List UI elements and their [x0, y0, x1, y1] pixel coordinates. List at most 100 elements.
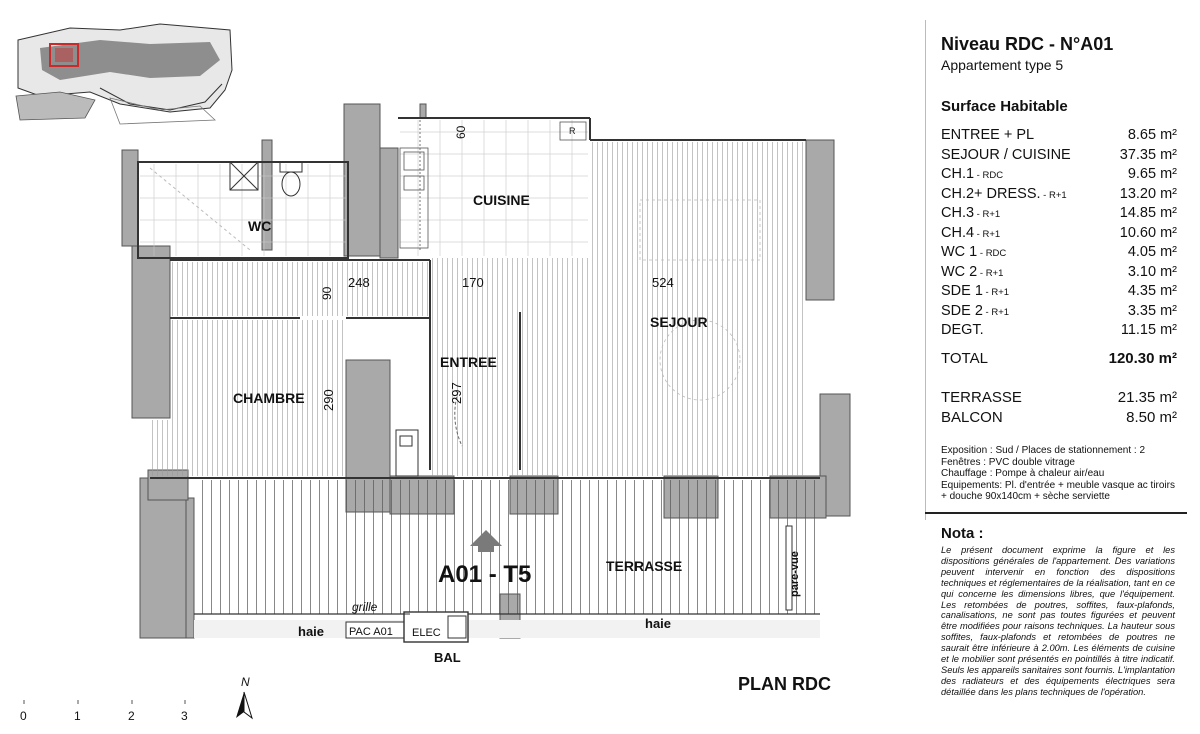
room-name: SDE 2 — [941, 302, 983, 319]
dim-248: 248 — [348, 275, 370, 290]
haie-label-right: haie — [645, 616, 671, 631]
scale-tick-2: 2 — [128, 709, 135, 723]
room-level: - R+1 — [982, 287, 1010, 298]
surface-heading: Surface Habitable — [941, 98, 1068, 115]
detail-chauffage: Chauffage : Pompe à chaleur air/eau — [941, 468, 1105, 479]
surface-row: WC 2 - R+1 3.10 m² — [941, 263, 1177, 283]
detail-fenetres: Fenêtres : PVC double vitrage — [941, 456, 1075, 468]
room-level: - R+1 — [982, 306, 1010, 318]
room-area: 14.85 m² — [1119, 205, 1177, 221]
info-panel: Niveau RDC - N°A01 Appartement type 5 Su… — [925, 20, 1187, 730]
dim-297: 297 — [449, 382, 464, 404]
surface-row: SDE 1 - R+1 4.35 m² — [941, 282, 1177, 302]
detail-exposition: Exposition : Sud / Places de stationneme… — [941, 445, 1146, 456]
room-area: 11.15 m² — [1120, 322, 1177, 338]
scale-bar: 0 1 2 3 — [20, 700, 188, 723]
panel-divider — [925, 20, 926, 520]
nota-title: Nota : — [941, 525, 984, 542]
terrasse-floor — [194, 480, 820, 614]
surface-table: ENTREE + PL 8.65 m² SEJOUR / CUISINE 37.35… — [941, 126, 1177, 341]
plan-title: PLAN RDC — [738, 674, 831, 694]
door-swing — [454, 391, 463, 447]
floor-plan-drawing: WC CUISINE SEJOUR ENTREE CHAMBRE TERRASS… — [15, 22, 851, 723]
room-area: 10.60 m² — [1119, 224, 1177, 241]
entry-arrow — [470, 530, 502, 552]
site-plan-thumbnail — [15, 22, 236, 127]
room-area: 3.10 m² — [1127, 263, 1177, 280]
dim-290: 290 — [321, 389, 336, 411]
total-value: 120.30 m² — [1108, 350, 1177, 367]
unit-location-marker — [49, 43, 79, 67]
grille-label: grille — [352, 600, 378, 614]
floor-plan: WC CUISINE SEJOUR ENTREE CHAMBRE TERRASS… — [15, 22, 851, 723]
total-label: TOTAL — [941, 350, 988, 367]
kitchen-floor — [400, 120, 588, 256]
wc-fixtures — [149, 161, 303, 251]
room-level: - RDC — [977, 248, 1007, 259]
surface-row: SEJOUR / CUISINE 37.35 m² — [941, 146, 1177, 166]
sejour-furniture — [639, 199, 761, 401]
scale-tick-1: 1 — [74, 709, 81, 723]
room-name: DEGT. — [941, 322, 984, 338]
kitchen-r-label: R — [569, 126, 576, 136]
corridor-floor — [172, 262, 430, 316]
surface-row: ENTREE + PL 8.65 m² — [941, 126, 1177, 146]
surface-row: WC 1 - RDC 4.05 m² — [941, 243, 1177, 263]
north-label: N — [241, 675, 250, 689]
exterior-name: TERRASSE — [941, 389, 1022, 406]
surface-row: SDE 2 - R+1 3.35 m² — [941, 302, 1177, 322]
pac-label: PAC A01 — [349, 626, 393, 638]
room-area: 4.05 m² — [1127, 244, 1177, 260]
elec-label: ELEC — [412, 627, 441, 639]
room-area: 9.65 m² — [1127, 166, 1177, 182]
total-row: TOTAL 120.30 m² — [941, 350, 1177, 367]
room-name: CH.2+ DRESS. — [941, 185, 1041, 202]
entree-floor — [432, 258, 592, 476]
room-name: CH.1 — [941, 166, 975, 182]
chambre-floor-edge — [150, 420, 172, 476]
room-level: - RDC — [974, 170, 1004, 181]
unit-code: A01 - T5 — [438, 561, 531, 588]
room-level: - R+1 — [974, 228, 1001, 240]
room-level: - R+1 — [974, 209, 1001, 220]
room-label-wc: WC — [248, 218, 271, 234]
room-name: WC 1 — [941, 244, 978, 260]
chambre-floor — [172, 320, 346, 476]
room-name: ENTREE + PL — [941, 127, 1035, 143]
scale-tick-0: 0 — [20, 709, 27, 723]
entree-closet — [395, 429, 419, 477]
details-block: Exposition : Sud / Places de stationneme… — [941, 445, 1177, 503]
dim-60: 60 — [454, 125, 468, 139]
dim-524: 524 — [652, 275, 674, 290]
room-area: 13.20 m² — [1119, 185, 1177, 202]
room-level: - R+1 — [977, 267, 1004, 279]
room-area: 4.35 m² — [1127, 283, 1177, 299]
room-label-cuisine: CUISINE — [473, 192, 530, 208]
section-divider — [925, 512, 1187, 514]
haie-label-left: haie — [298, 624, 324, 639]
pare-vue-panel — [785, 525, 793, 611]
apartment-type: Appartement type 5 — [941, 57, 1064, 73]
room-area: 3.35 m² — [1127, 302, 1177, 319]
surface-row: CH.4 - R+1 10.60 m² — [941, 224, 1177, 244]
exterior-area: 8.50 m² — [1126, 409, 1177, 426]
wc-floor — [140, 164, 346, 256]
north-arrow: N — [236, 675, 253, 720]
apartment-title: Niveau RDC - N°A01 — [941, 34, 1114, 54]
kitchen-fixtures — [399, 120, 587, 250]
room-name: SEJOUR / CUISINE — [941, 146, 1071, 163]
pare-vue-label: pare-vue — [789, 551, 801, 597]
room-name: CH.4 — [941, 224, 975, 241]
room-name: SDE 1 — [941, 283, 983, 299]
room-area: 8.65 m² — [1127, 127, 1177, 143]
room-label-chambre: CHAMBRE — [233, 390, 305, 406]
room-name: WC 2 — [941, 263, 978, 280]
surface-row: DEGT. 11.15 m² — [941, 321, 1177, 341]
room-label-terrasse: TERRASSE — [606, 558, 682, 574]
room-area: 37.35 m² — [1119, 146, 1177, 163]
room-label-sejour: SEJOUR — [650, 314, 708, 330]
